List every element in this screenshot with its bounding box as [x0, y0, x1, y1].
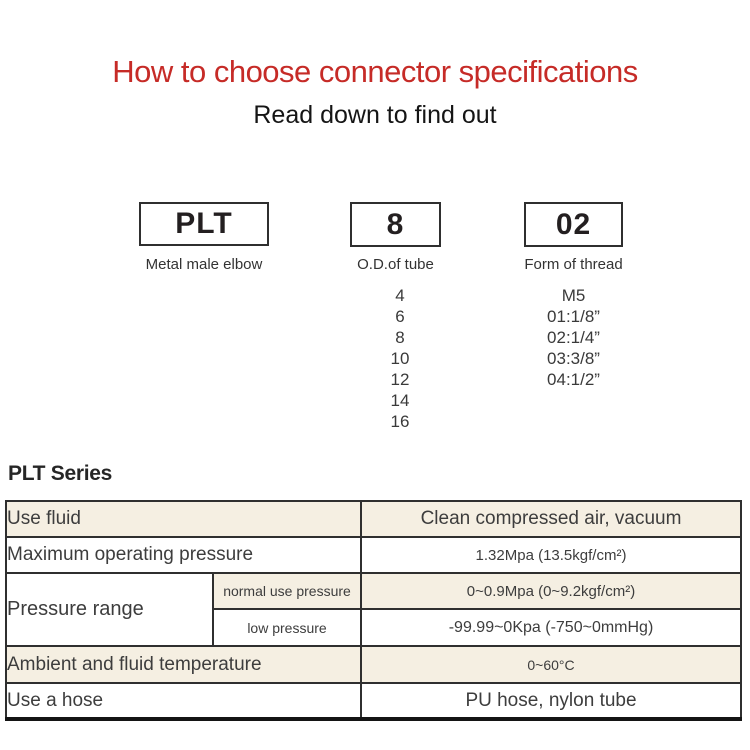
page-title: How to choose connector specifications — [112, 54, 638, 89]
code-box-tube-size: 8 — [350, 202, 441, 247]
spec-sublabel-low-pressure: low pressure — [211, 608, 363, 647]
spec-value-low-pressure: -99.99~0Kpa (-750~0mmHg) — [360, 608, 742, 647]
tube-size-option: 6 — [395, 307, 405, 326]
code-box-thread-form-text: 02 — [555, 207, 592, 241]
spec-label-use-a-hose: Use a hose — [4, 682, 363, 720]
spec-value-ambient-fluid-temperature: 0~60°C — [360, 645, 742, 684]
code-box-tube-size-text: 8 — [386, 207, 405, 241]
thread-form-option-list: M5 01:1/8” 02:1/4” 03:3/8” 04:1/2” — [511, 285, 636, 390]
code-box-series-text: PLT — [175, 207, 233, 240]
spec-label-use-fluid: Use fluid — [4, 500, 363, 538]
spec-table: Use fluid Clean compressed air, vacuum M… — [4, 500, 742, 721]
tube-size-option: 12 — [390, 370, 410, 389]
spec-value-normal-use-pressure: 0~0.9Mpa (0~9.2kgf/cm²) — [360, 572, 742, 610]
table-row: low pressure -99.99~0Kpa (-750~0mmHg) — [6, 608, 742, 647]
thread-form-option: 02:1/4” — [547, 328, 600, 347]
tube-size-option: 14 — [390, 391, 410, 410]
thread-form-option: M5 — [561, 286, 586, 305]
thread-form-option: 03:3/8” — [547, 349, 600, 368]
table-row: Use fluid Clean compressed air, vacuum — [4, 500, 742, 538]
table-row: Pressure range normal use pressure 0~0.9… — [5, 572, 742, 647]
spec-label-pressure-range: Pressure range — [5, 572, 214, 647]
label-form-of-thread: Form of thread — [524, 256, 623, 273]
spec-value-use-fluid: Clean compressed air, vacuum — [360, 500, 742, 538]
tube-size-option: 10 — [390, 349, 410, 368]
code-box-series: PLT — [139, 202, 269, 246]
tube-size-option: 16 — [390, 412, 410, 431]
spec-sublabel-normal-use-pressure: normal use pressure — [211, 572, 363, 610]
tube-size-option-list: 4 6 8 10 12 14 16 — [350, 285, 450, 432]
spec-value-use-a-hose: PU hose, nylon tube — [360, 682, 742, 720]
tube-size-option: 8 — [395, 328, 405, 347]
page-subtitle: Read down to find out — [253, 101, 497, 129]
tube-size-option: 4 — [395, 286, 405, 305]
table-row: Use a hose PU hose, nylon tube — [4, 682, 742, 720]
spec-label-ambient-fluid-temperature: Ambient and fluid temperature — [4, 645, 363, 684]
spec-label-max-operating-pressure: Maximum operating pressure — [4, 536, 363, 574]
series-heading: PLT Series — [8, 462, 112, 485]
thread-form-option: 01:1/8” — [547, 307, 600, 326]
table-row: Ambient and fluid temperature 0~60°C — [4, 645, 742, 684]
label-metal-male-elbow: Metal male elbow — [145, 256, 263, 273]
table-row: Maximum operating pressure 1.32Mpa (13.5… — [4, 536, 742, 574]
spec-value-max-operating-pressure: 1.32Mpa (13.5kgf/cm²) — [360, 536, 742, 574]
code-box-thread-form: 02 — [524, 202, 623, 247]
label-od-of-tube: O.D.of tube — [357, 256, 434, 273]
thread-form-option: 04:1/2” — [547, 370, 600, 389]
